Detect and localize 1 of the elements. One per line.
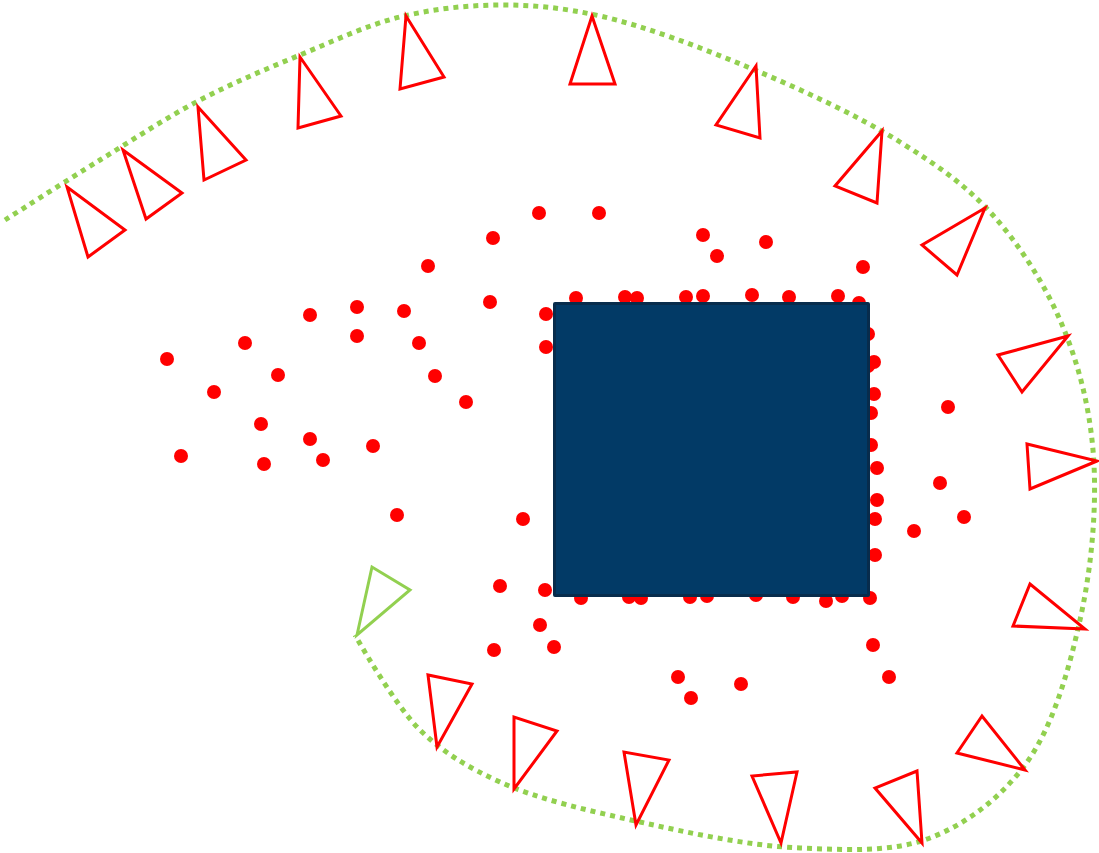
square-block — [553, 302, 870, 597]
